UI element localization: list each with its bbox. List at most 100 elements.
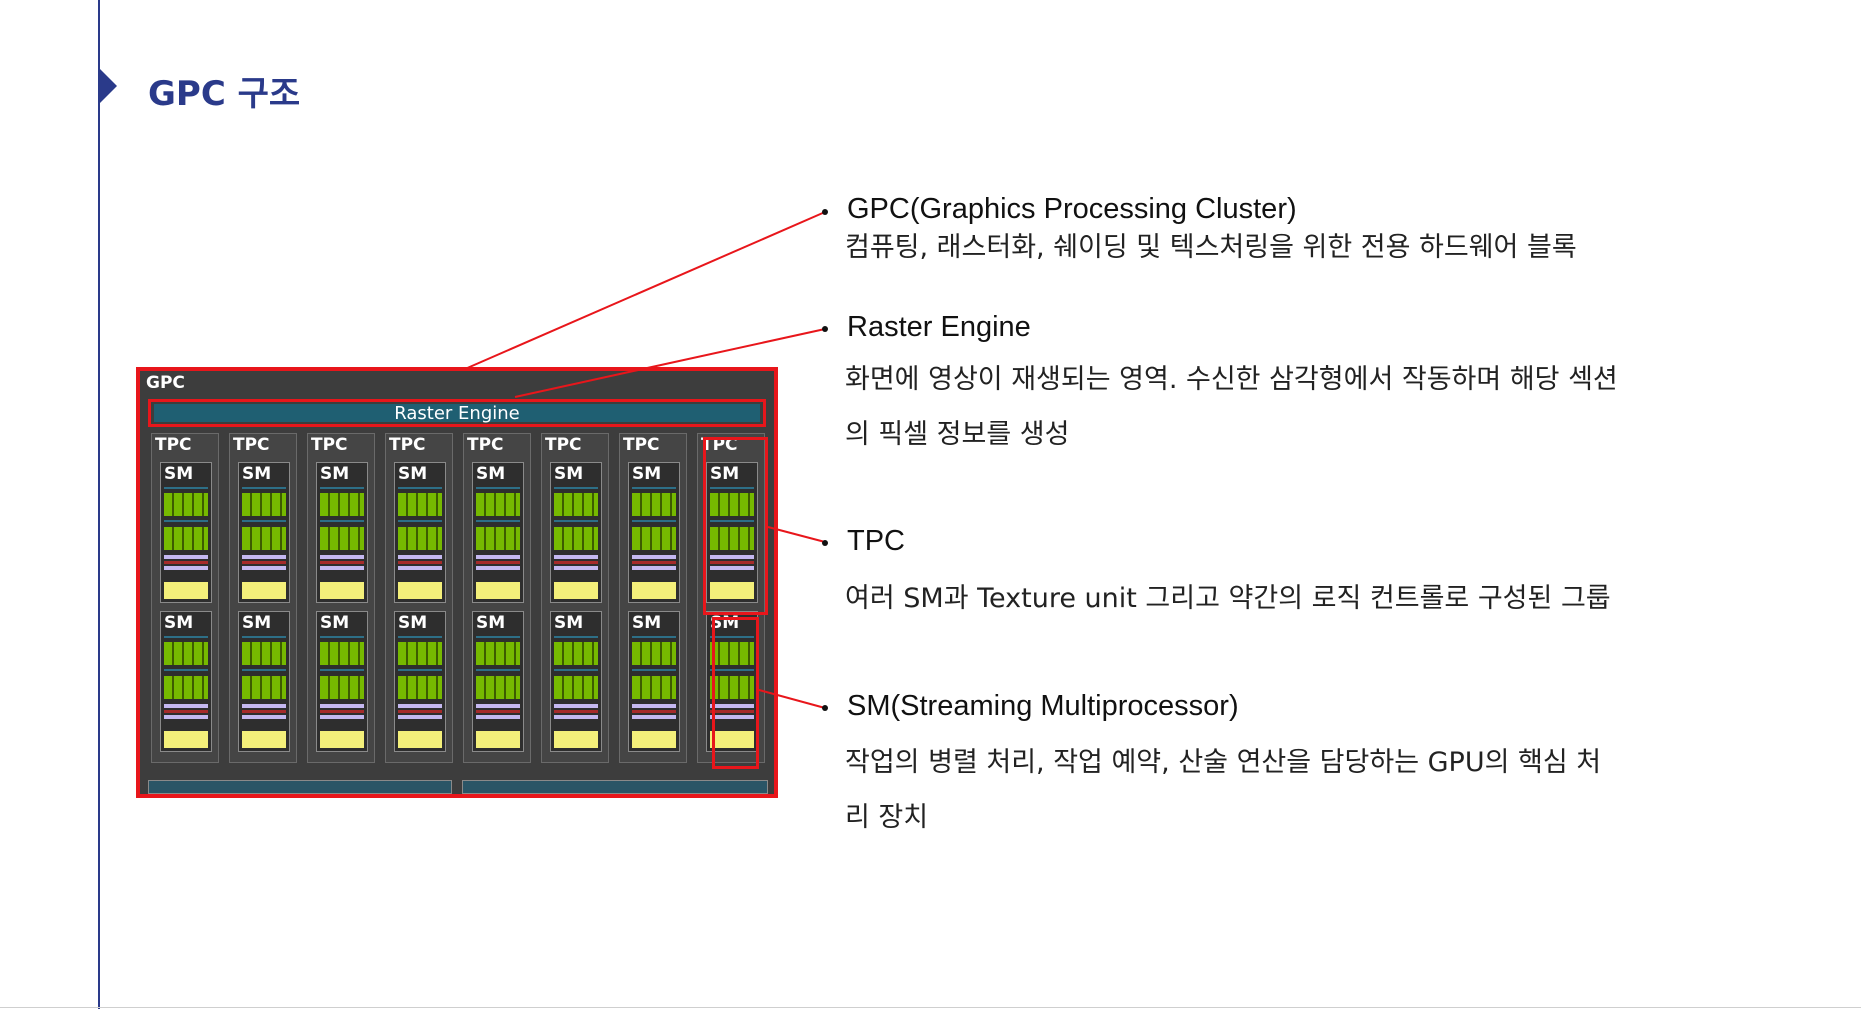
sm-register-strip [164,566,208,570]
sm-register-strip [554,704,598,708]
sm-register-strip [710,704,754,708]
sm-register-strip [320,566,364,570]
sm-ldst-strip [554,710,598,713]
sm-register-strip [710,715,754,719]
sm-l1-cache [398,582,442,599]
tpc-label: TPC [545,435,582,455]
sm-register-strip [632,715,676,719]
sm-cores-lower [710,527,754,550]
sm-register-strip [242,704,286,708]
sm-ldst-strip [398,561,442,564]
sm-dispatch-bar [242,487,286,489]
sm-l1-cache [164,582,208,599]
bullet-raster [822,326,828,332]
sm-register-strip [710,566,754,570]
sm-cores-lower [398,527,442,550]
sm-dispatch-bar [554,669,598,671]
gpc-desc-text: 컴퓨팅, 래스터화, 쉐이딩 및 텍스처링을 위한 전용 하드웨어 블록 [845,232,1577,263]
raster-desc-title: Raster Engine [847,311,1031,343]
sm-dispatch-bar [632,487,676,489]
sm-l1-cache [320,731,364,748]
sm-label: SM [398,464,428,484]
sm-cores-upper [632,642,676,665]
sm-register-strip [476,566,520,570]
sm-register-strip [398,704,442,708]
sm-label: SM [320,613,350,633]
sm-ldst-strip [632,710,676,713]
sm-dispatch-bar [320,636,364,638]
sm-register-strip [632,704,676,708]
sm-l1-cache [242,582,286,599]
sm-block-2-1: SM [238,462,290,603]
bullet-sm [822,705,828,711]
sm-cores-lower [476,676,520,699]
sm-dispatch-bar [476,520,520,522]
sm-cores-lower [710,676,754,699]
tpc-desc-title: TPC [847,525,905,557]
sm-register-strip [398,566,442,570]
sm-dispatch-bar [710,636,754,638]
sm-register-strip [398,555,442,559]
sm-register-strip [320,555,364,559]
sm-label: SM [632,464,662,484]
sm-register-strip [164,555,208,559]
sm-l1-cache [320,582,364,599]
sm-dispatch-bar [242,669,286,671]
raster-desc-text: 화면에 영상이 재생되는 영역. 수신한 삼각형에서 작동하며 해당 섹션의 픽… [845,364,1618,450]
sm-register-strip [164,715,208,719]
sm-cores-upper [476,493,520,516]
sm-cores-upper [320,493,364,516]
sm-label: SM [164,464,194,484]
sm-cores-lower [632,527,676,550]
sm-label: SM [476,613,506,633]
sm-cores-upper [320,642,364,665]
sm-dispatch-bar [398,636,442,638]
tpc-desc-text: 여러 SM과 Texture unit 그리고 약간의 로직 컨트롤로 구성된 … [845,583,1611,614]
gpc-connector [464,211,826,370]
sm-cores-lower [320,676,364,699]
sm-ldst-strip [164,561,208,564]
sm-label: SM [320,464,350,484]
sm-register-strip [554,566,598,570]
sm-block-8-1: SM [706,462,758,603]
sm-label: SM [398,613,428,633]
sm-cores-lower [476,527,520,550]
sm-l1-cache [242,731,286,748]
sm-dispatch-bar [164,669,208,671]
sm-cores-lower [554,676,598,699]
sm-register-strip [554,555,598,559]
sm-register-strip [710,555,754,559]
sm-dispatch-bar [164,487,208,489]
sm-dispatch-bar [476,669,520,671]
sm-l1-cache [164,731,208,748]
sm-l1-cache [554,731,598,748]
tpc-label: TPC [389,435,426,455]
sm-l1-cache [476,731,520,748]
sm-block-3-1: SM [316,462,368,603]
sm-register-strip [242,555,286,559]
sm-block-5-2: SM [472,611,524,752]
sm-dispatch-bar [320,520,364,522]
sm-cores-lower [398,676,442,699]
sm-label: SM [476,464,506,484]
tpc-block-4: TPC SM SM [385,433,453,763]
interconnect-bar-left [148,780,452,794]
tpc-label: TPC [701,435,738,455]
sm-dispatch-bar [164,636,208,638]
sm-register-strip [632,566,676,570]
bullet-gpc [822,209,828,215]
sm-ldst-strip [710,710,754,713]
sm-label: SM [554,613,584,633]
sm-label: SM [554,464,584,484]
sm-block-1-1: SM [160,462,212,603]
sm-register-strip [476,555,520,559]
sm-l1-cache [710,731,754,748]
title-arrow-icon [99,68,117,104]
sm-dispatch-bar [242,636,286,638]
sm-cores-upper [632,493,676,516]
sm-register-strip [320,715,364,719]
sm-ldst-strip [320,710,364,713]
